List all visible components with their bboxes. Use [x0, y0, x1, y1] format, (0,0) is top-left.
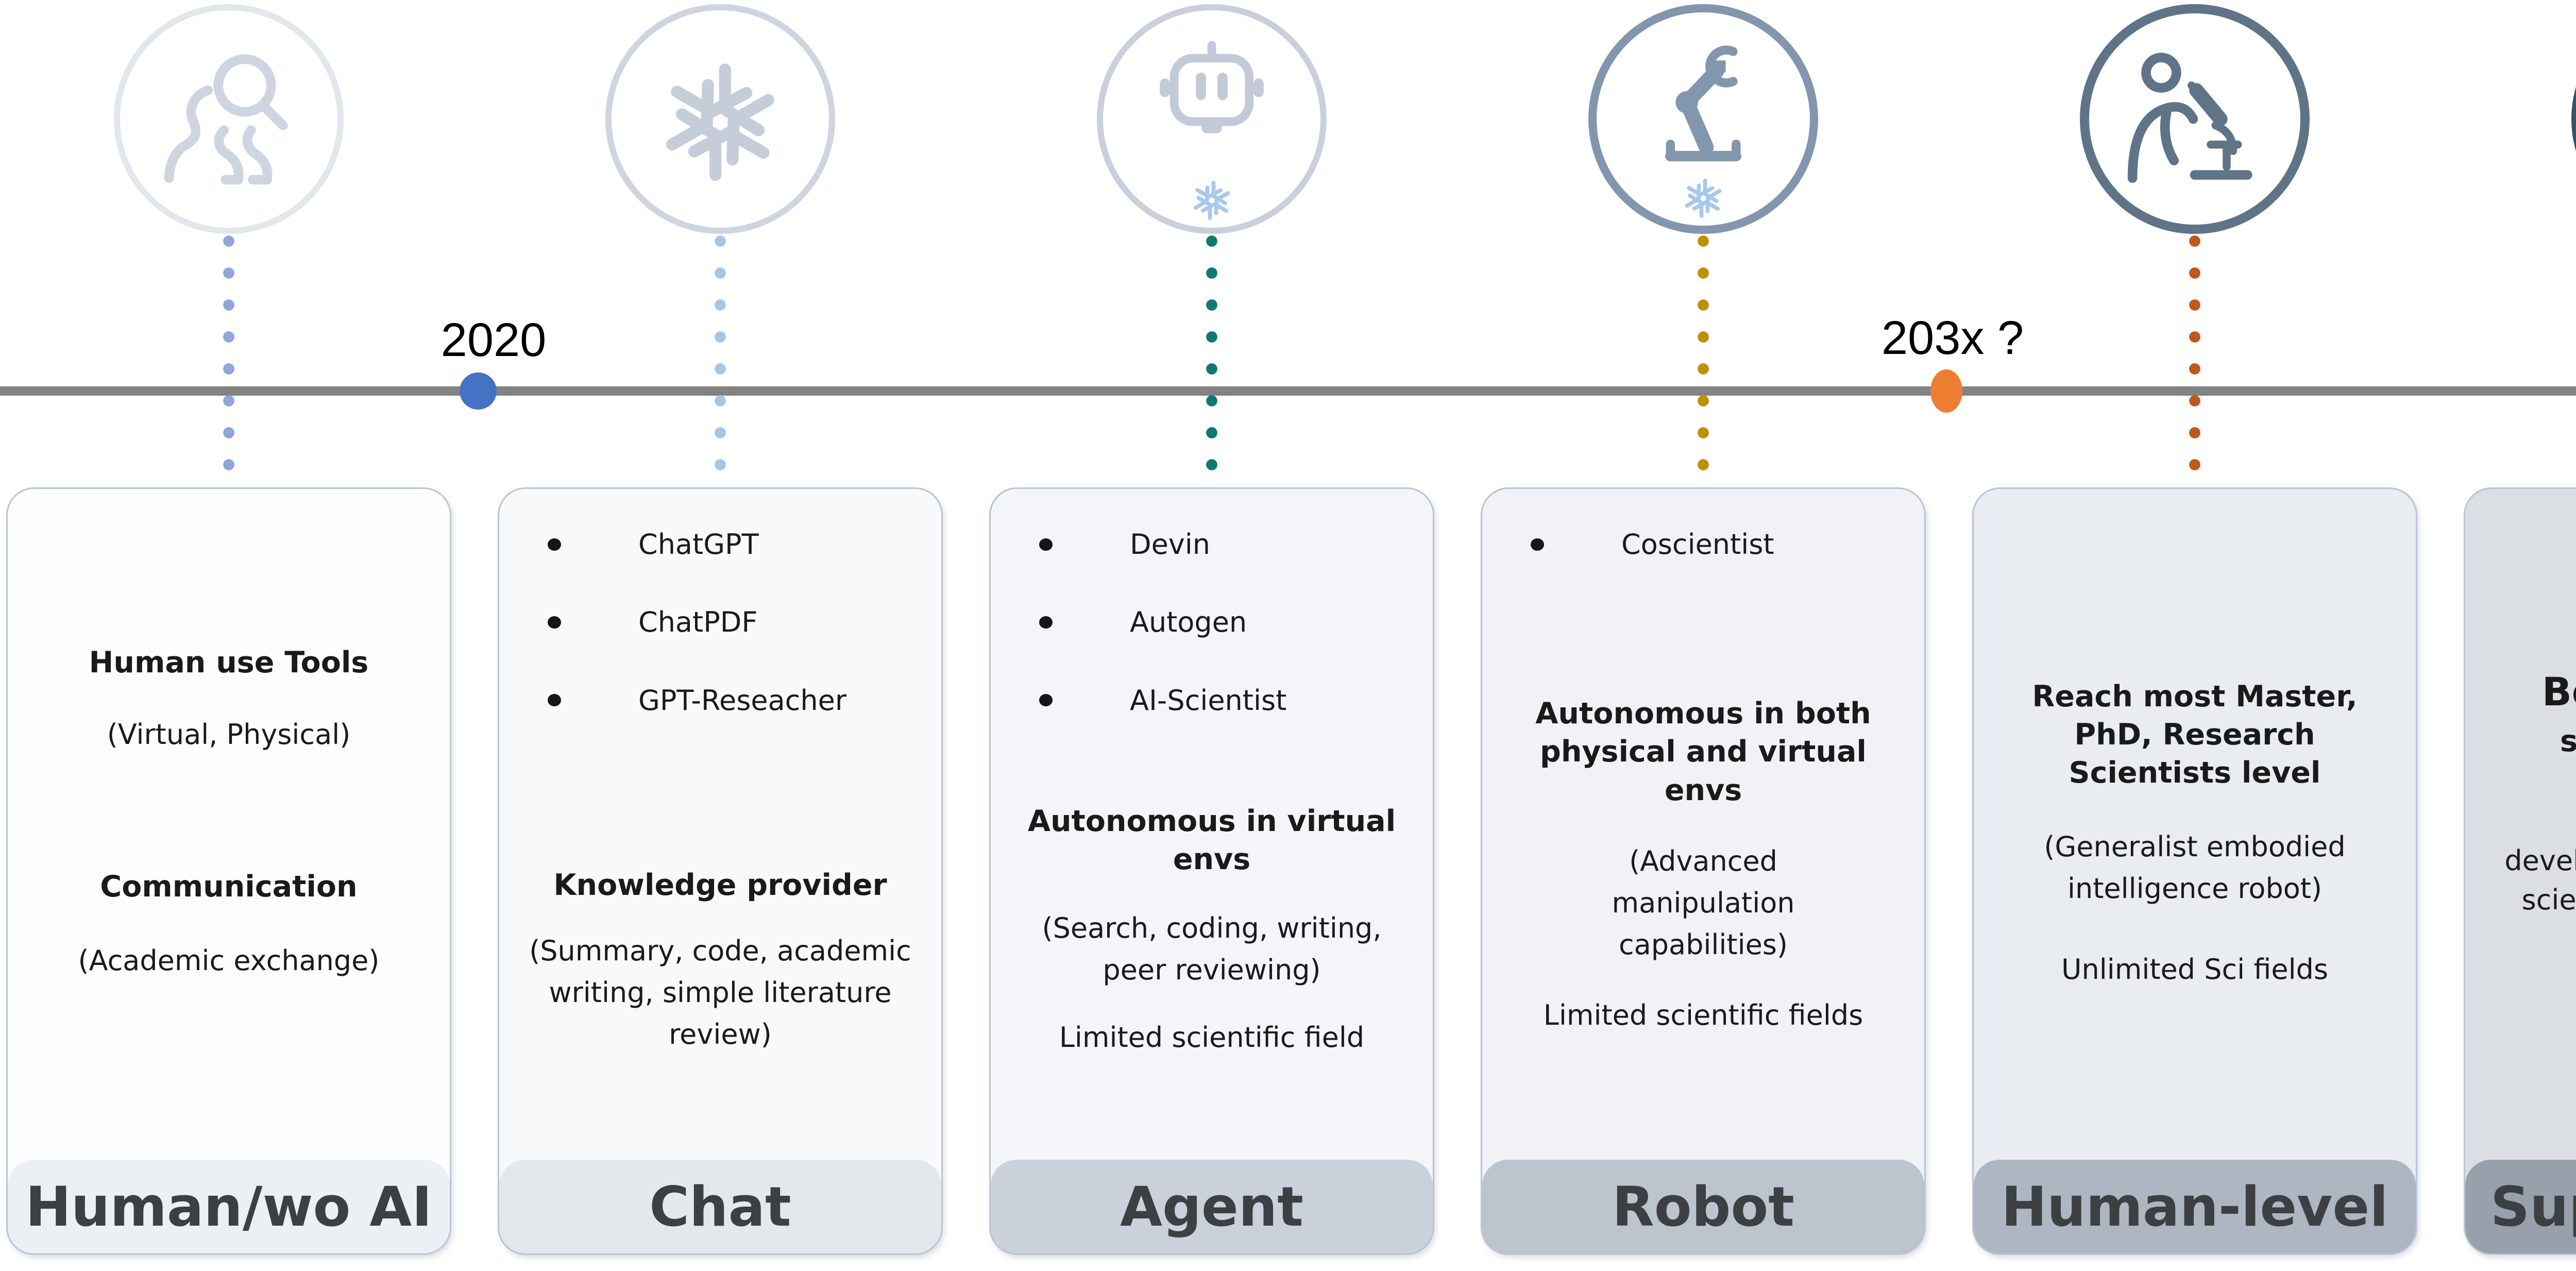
bullet-icon	[548, 616, 561, 629]
list-item-label: AI-Scientist	[1130, 684, 1287, 717]
list-item: Autogen	[1009, 606, 1414, 639]
dotted-connector	[2188, 234, 2201, 487]
scientist-microscope-icon	[2080, 4, 2310, 234]
bullet-list: ChatGPT ChatPDF GPT-Reseacher	[518, 529, 923, 716]
stage-card-human-wo-ai: Human use Tools (Virtual, Physical) Comm…	[6, 487, 451, 1255]
card-heading: Knowledge provider	[553, 868, 887, 903]
card-body: Coscientist Autonomous in both physical …	[1482, 489, 1924, 1160]
stage-card-chat: ChatGPT ChatPDF GPT-Reseacher Knowledge …	[498, 487, 943, 1255]
robot-arm-icon	[1588, 4, 1818, 234]
bullet-icon	[1039, 538, 1053, 551]
list-item: Coscientist	[1501, 529, 1906, 560]
stage-footer-label: Robot	[1482, 1160, 1924, 1253]
people-search-icon	[114, 4, 344, 234]
stage-card-superhuman: Beyong human scientists level Leading th…	[2464, 487, 2576, 1255]
stage-card-agent: Devin Autogen AI-Scientist Autonomous in…	[989, 487, 1434, 1255]
list-item-label: Devin	[1130, 528, 1210, 561]
bullet-icon	[1039, 694, 1053, 707]
list-item: GPT-Reseacher	[518, 685, 923, 716]
timeline-label-2020: 2020	[440, 314, 547, 366]
bullet-icon	[548, 694, 561, 707]
stage-column-robot: Coscientist Autonomous in both physical …	[1481, 0, 1926, 1271]
card-subtext: (Summary, code, academic writing, simple…	[529, 935, 911, 1051]
timeline-marker-203x	[1930, 369, 1962, 413]
stage-column-agent: Devin Autogen AI-Scientist Autonomous in…	[989, 0, 1434, 1271]
mini-openai-logo-icon	[1685, 178, 1722, 218]
list-item-label: GPT-Reseacher	[638, 684, 847, 717]
bullet-icon	[1531, 538, 1544, 551]
timeline-marker-2020	[460, 372, 497, 410]
card-heading: Autonomous in virtual envs	[1027, 804, 1396, 877]
card-body: Beyong human scientists level Leading th…	[2465, 489, 2576, 1160]
card-body: Reach most Master, PhD, Research Scienti…	[1974, 489, 2416, 1160]
card-heading: Beyong human scientists level	[2484, 664, 2576, 762]
stage-column-superhuman: Beyong human scientists level Leading th…	[2464, 0, 2576, 1271]
dotted-connector	[1205, 234, 1218, 487]
stage-card-robot: Coscientist Autonomous in both physical …	[1481, 487, 1926, 1255]
openai-logo-icon	[605, 4, 835, 234]
stage-footer-label: Superhuman	[2465, 1160, 2576, 1253]
card-body: Devin Autogen AI-Scientist Autonomous in…	[991, 489, 1433, 1160]
list-item: ChatGPT	[518, 529, 923, 560]
list-item: ChatPDF	[518, 606, 923, 639]
list-item: Devin	[1009, 529, 1414, 560]
card-body: ChatGPT ChatPDF GPT-Reseacher Knowledge …	[499, 489, 941, 1160]
card-subtext: (Search, coding, writing, peer reviewing…	[1042, 912, 1382, 987]
dotted-connector	[1697, 234, 1710, 487]
dotted-connector	[714, 234, 727, 487]
bullet-list: Coscientist	[1501, 529, 1906, 560]
stage-footer-label: Agent	[991, 1160, 1433, 1253]
card-subtext: (Virtual, Physical)	[107, 718, 351, 751]
card-heading-emphasis: Beyong	[2541, 669, 2576, 715]
card-subtext: (Generalist embodied intelligence robot)	[2044, 831, 2346, 905]
stage-column-chat: ChatGPT ChatPDF GPT-Reseacher Knowledge …	[498, 0, 943, 1271]
mini-openai-logo-icon	[1193, 180, 1230, 221]
dotted-connector	[222, 234, 235, 487]
card-note: Limited scientific fields	[1543, 998, 1863, 1031]
card-body: Human use Tools (Virtual, Physical) Comm…	[8, 489, 450, 1160]
list-item: AI-Scientist	[1009, 685, 1414, 716]
card-heading-rest: human scientists level	[2560, 723, 2576, 758]
stage-column-human-wo-ai: Human use Tools (Virtual, Physical) Comm…	[6, 0, 451, 1271]
list-item-label: Coscientist	[1621, 528, 1774, 561]
card-heading: Reach most Master, PhD, Research Scienti…	[2032, 680, 2358, 790]
card-subtext: (Advanced manipulation capabilities)	[1612, 844, 1795, 961]
stage-column-human-level: Reach most Master, PhD, Research Scienti…	[1972, 0, 2417, 1271]
bullet-icon	[548, 538, 561, 551]
card-note: Limited scientific field	[1059, 1021, 1365, 1054]
bullet-icon	[1039, 616, 1053, 629]
stage-card-human-level: Reach most Master, PhD, Research Scienti…	[1972, 487, 2417, 1255]
card-note: Unlimited Sci fields	[2061, 953, 2328, 986]
list-item-label: Autogen	[1130, 606, 1247, 639]
stage-footer-label: Human/wo AI	[8, 1160, 450, 1253]
card-subtext-rest: the development and trend of science and…	[2504, 844, 2576, 917]
card-subtext: Leading the development and trend of sci…	[2484, 790, 2576, 920]
list-item-label: ChatGPT	[638, 528, 759, 561]
stage-footer-label: Human-level	[1974, 1160, 2416, 1253]
bullet-list: Devin Autogen AI-Scientist	[1009, 529, 1414, 716]
chatbot-icon	[1097, 4, 1327, 234]
card-heading: Communication	[100, 870, 358, 904]
list-item-label: ChatPDF	[638, 606, 758, 639]
card-subtext: (Academic exchange)	[78, 944, 380, 977]
brain-head-icon	[2571, 4, 2576, 234]
timeline-label-203x: 203x ?	[1881, 312, 2024, 364]
card-heading: Autonomous in both physical and virtual …	[1535, 697, 1871, 807]
card-heading: Human use Tools	[89, 646, 369, 680]
stage-footer-label: Chat	[499, 1160, 941, 1253]
